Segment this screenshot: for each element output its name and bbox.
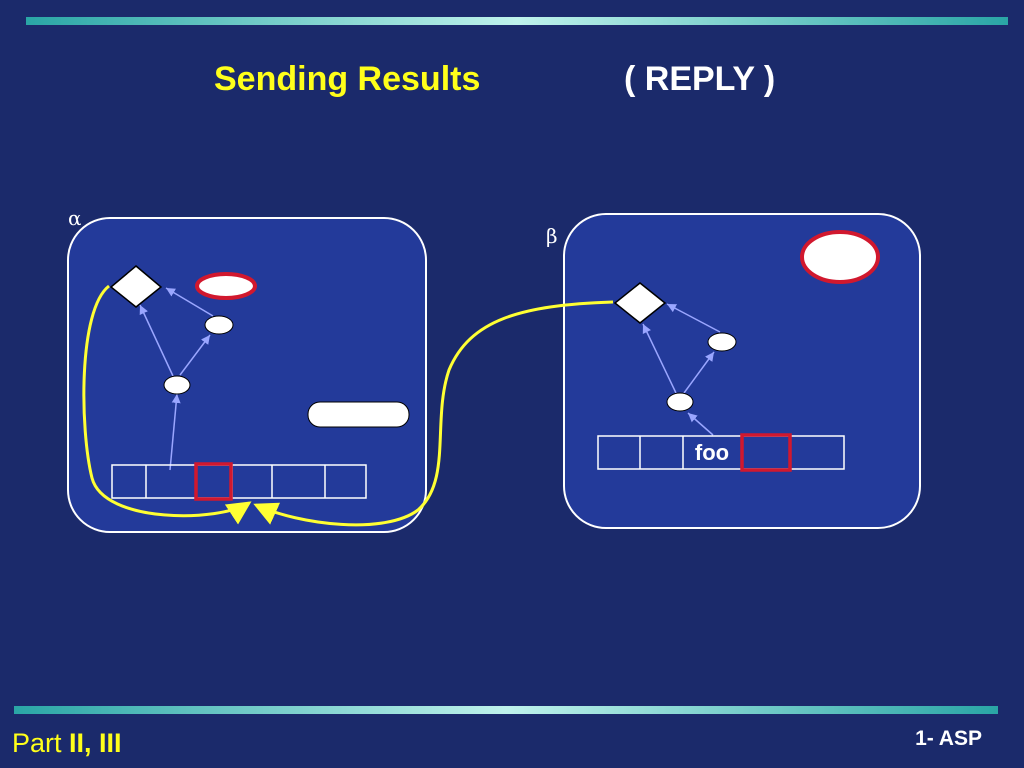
ref-arrow [687,412,714,436]
root-object-diamond [613,282,667,324]
ref-arrow [642,323,677,394]
ref-arrow [169,393,181,471]
title-main: Sending Results [214,60,481,98]
beta-request-queue [597,433,845,472]
beta-object-graph [597,230,880,472]
future-object-highlighted [195,272,257,300]
top-accent-bar [26,17,1008,25]
result-pill [307,401,410,428]
ref-arrow [179,334,211,376]
alpha-object-graph [109,265,410,501]
queue-cell-highlighted [740,433,792,472]
slide-title: Sending Results ( REPLY ) [0,60,1024,110]
title-reply: ( REPLY ) [624,60,776,98]
future-arrow-alpha [82,284,252,525]
alpha-label: α [68,206,82,230]
future-arrow-reply [253,300,614,527]
activity-alpha-box [67,217,427,533]
footer-part-label: Part [12,728,62,758]
ref-arrow [139,304,174,377]
footer-part: Part II, III [12,728,122,759]
root-object-diamond [109,265,163,308]
alpha-request-queue [111,462,367,501]
beta-label: β [546,224,558,248]
object-node [666,392,694,412]
ref-arrow [165,287,214,317]
queue-cell-highlighted [194,462,233,501]
bottom-accent-bar [14,706,998,714]
footer-section: 1- ASP [915,727,982,750]
result-object-highlighted [800,230,880,284]
object-node [707,332,737,352]
ref-arrow [683,351,715,394]
object-node [163,375,191,395]
object-node [204,315,234,335]
ref-arrow [666,303,721,333]
queue-value-foo: foo [694,440,730,465]
footer-part-numbers: II, III [69,728,122,758]
